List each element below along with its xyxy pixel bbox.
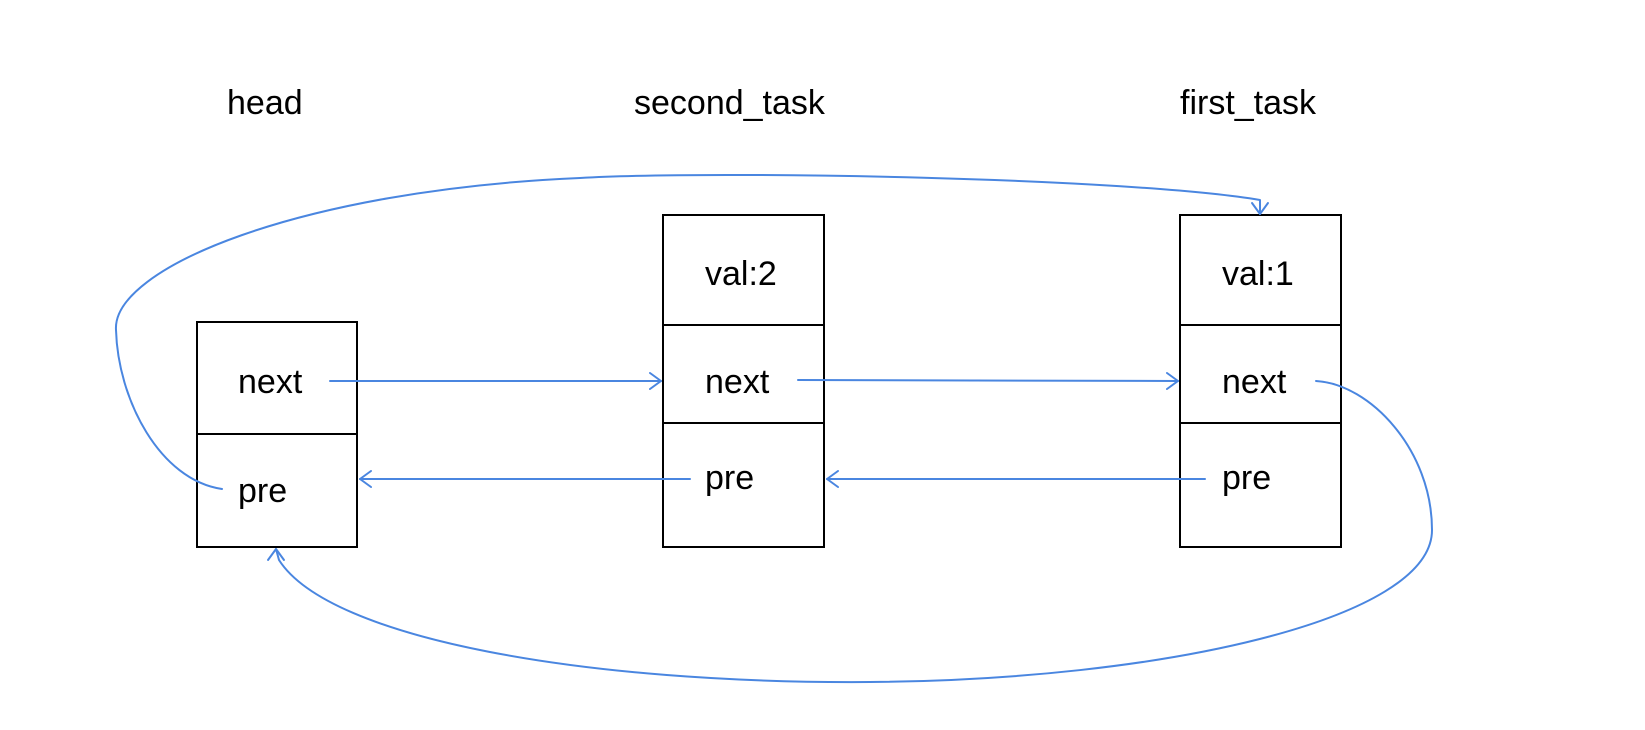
second-task-divider-1 bbox=[664, 324, 823, 326]
first-task-next-label: next bbox=[1222, 363, 1287, 401]
arrowhead-second-task-next-to-first-task bbox=[1166, 372, 1179, 390]
second-task-node: val:2 next pre bbox=[662, 214, 825, 548]
first-task-divider-2 bbox=[1181, 422, 1340, 424]
arrowhead-second-task-pre-to-head bbox=[359, 470, 372, 488]
first-task-node: val:1 next pre bbox=[1179, 214, 1342, 548]
second-task-next-label: next bbox=[705, 363, 770, 401]
second-task-title: second_task bbox=[634, 84, 825, 122]
head-title: head bbox=[227, 84, 303, 122]
second-task-pre-label: pre bbox=[705, 459, 755, 497]
first-task-title: first_task bbox=[1180, 84, 1317, 122]
arrowhead-head-next-to-second-task bbox=[649, 372, 662, 390]
arrow-first-task-next-to-head bbox=[275, 380, 1433, 684]
second-task-divider-2 bbox=[664, 422, 823, 424]
arrowhead-first-task-pre-to-second-task bbox=[826, 470, 839, 488]
first-task-val-label: val:1 bbox=[1222, 255, 1294, 293]
second-task-val-label: val:2 bbox=[705, 255, 777, 293]
head-next-label: next bbox=[238, 363, 303, 401]
first-task-divider-1 bbox=[1181, 324, 1340, 326]
arrowhead-head-pre-to-first-task bbox=[1251, 202, 1269, 215]
arrow-head-pre-to-first-task bbox=[114, 173, 1261, 490]
arrow-second-task-next-to-first-task bbox=[797, 379, 1179, 382]
arrowhead-first-task-next-to-head bbox=[267, 548, 285, 561]
first-task-pre-label: pre bbox=[1222, 459, 1272, 497]
head-node: next pre bbox=[196, 321, 358, 548]
head-node-divider bbox=[198, 433, 356, 435]
head-pre-label: pre bbox=[238, 472, 288, 510]
